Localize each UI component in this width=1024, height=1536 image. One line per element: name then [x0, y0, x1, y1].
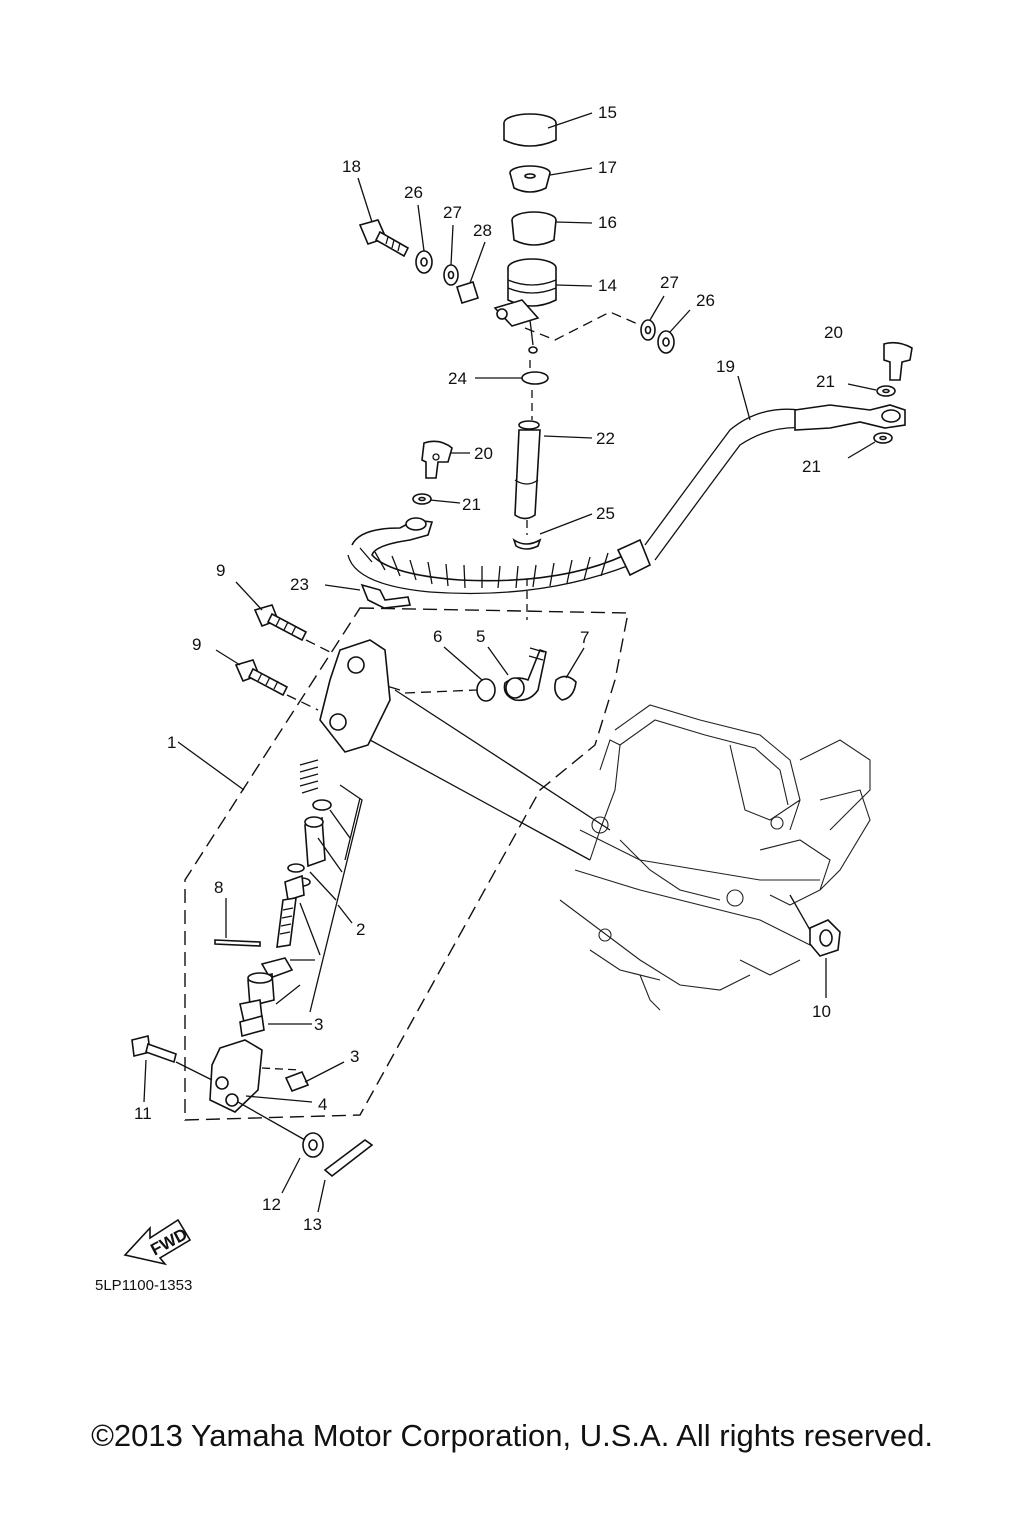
callout-26: 26 [404, 183, 423, 202]
callout-17: 17 [598, 158, 617, 177]
brake-hose-group [347, 341, 913, 609]
nut-10 [789, 894, 841, 957]
callout-20: 20 [474, 444, 493, 463]
callout-3: 3 [314, 1015, 323, 1034]
callout-9b: 9 [192, 635, 201, 654]
callout-24: 24 [448, 369, 467, 388]
callout-12: 12 [262, 1195, 281, 1214]
callout-9: 9 [216, 561, 225, 580]
callout-leaders [143, 112, 877, 1213]
callout-21: 21 [462, 495, 481, 514]
callout-14: 14 [598, 276, 617, 295]
callout-7: 7 [580, 628, 589, 647]
callout-28: 28 [473, 221, 492, 240]
callout-10: 10 [812, 1002, 831, 1021]
callout-15: 15 [598, 103, 617, 122]
reservoir-group [455, 113, 641, 620]
clevis-group [131, 939, 374, 1178]
callout-2: 2 [356, 920, 365, 939]
callout-3b: 3 [350, 1047, 359, 1066]
copyright-notice: ©2013 Yamaha Motor Corporation, U.S.A. A… [91, 1418, 933, 1453]
callout-6: 6 [433, 627, 442, 646]
frame-drawing [559, 704, 871, 1011]
callout-26b: 26 [696, 291, 715, 310]
reservoir-bolt-group [358, 219, 675, 354]
callout-18: 18 [342, 157, 361, 176]
callout-25: 25 [596, 504, 615, 523]
callout-27: 27 [443, 203, 462, 222]
callout-19: 19 [716, 357, 735, 376]
callout-8: 8 [214, 878, 223, 897]
callout-20b: 20 [824, 323, 843, 342]
callout-27b: 27 [660, 273, 679, 292]
callout-numbers: 1 2 3 3 4 5 6 7 8 9 9 10 11 12 13 14 15 … [134, 103, 843, 1234]
part-code: 5LP1100-1353 [95, 1277, 192, 1294]
callout-11: 11 [134, 1104, 152, 1123]
callout-16: 16 [598, 213, 617, 232]
callout-4: 4 [318, 1095, 327, 1114]
callout-21c: 21 [802, 457, 821, 476]
callout-1: 1 [167, 733, 176, 752]
callout-23: 23 [290, 575, 309, 594]
callout-13: 13 [303, 1215, 322, 1234]
callout-5: 5 [476, 627, 485, 646]
piston-kit-group [239, 759, 363, 1023]
master-cylinder-assembly-outline [184, 607, 629, 1121]
mounting-bolts [234, 604, 331, 711]
callout-21b: 21 [816, 372, 835, 391]
callout-22: 22 [596, 429, 615, 448]
fwd-arrow-icon: FWD [123, 1218, 192, 1266]
master-cylinder-group [319, 639, 577, 753]
